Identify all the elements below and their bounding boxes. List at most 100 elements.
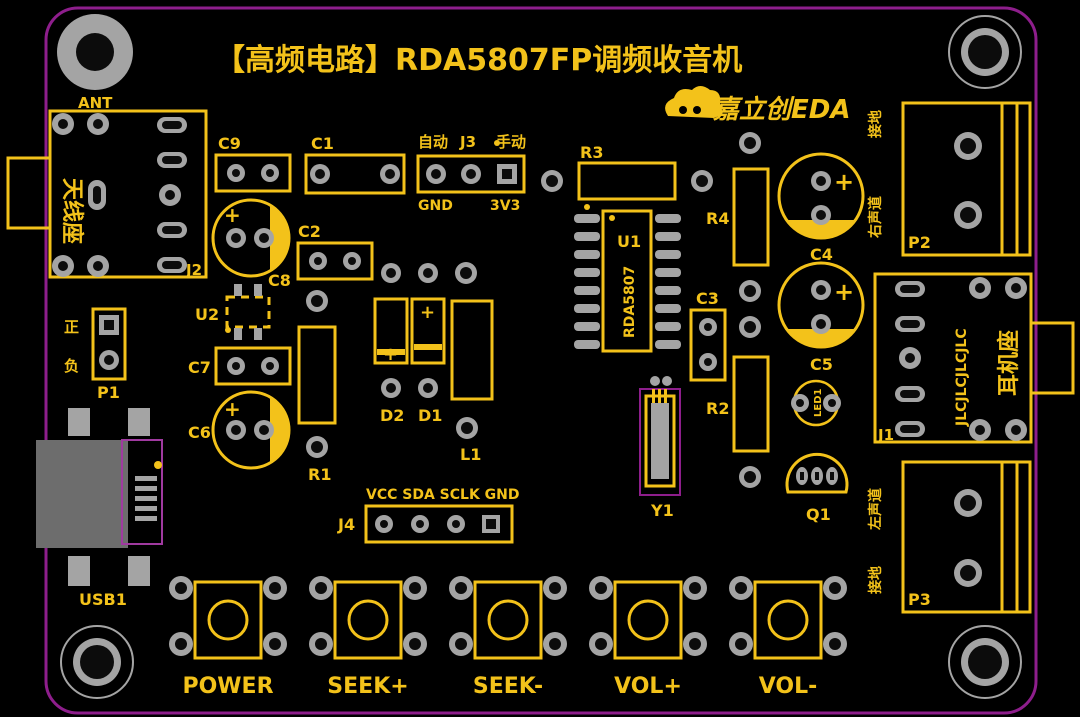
resistor-r2 xyxy=(732,316,770,488)
label-j3-gnd: GND xyxy=(418,198,453,214)
label-earphone-socket: 耳机座 xyxy=(996,330,1022,396)
connector-p1 xyxy=(91,307,127,381)
svg-text:+: + xyxy=(834,278,854,306)
label-l1: L1 xyxy=(460,445,481,464)
board-outline xyxy=(44,6,1038,715)
label-c3: C3 xyxy=(696,289,719,308)
label-c7: C7 xyxy=(188,358,211,377)
label-p2: P2 xyxy=(908,233,931,252)
board-title: 【高频电路】RDA5807FP调频收音机 xyxy=(215,43,742,78)
antenna-socket-j2 xyxy=(6,109,208,279)
label-r2: R2 xyxy=(706,399,729,418)
label-c4: C4 xyxy=(810,245,833,264)
label-p1-positive: 正 xyxy=(64,318,79,336)
capacitor-c3 xyxy=(689,308,727,382)
tactile-buttons: POWER SEEK+ SEEK- VOL+ VOL- xyxy=(169,576,847,699)
capacitor-c4: + xyxy=(777,152,865,240)
resistor-r4 xyxy=(732,132,770,302)
mounting-hole-top-left xyxy=(57,14,133,90)
label-c8: C8 xyxy=(268,271,291,290)
mounting-hole-top-right xyxy=(948,15,1022,89)
capacitor-c6: + xyxy=(211,390,291,470)
jlc-eda-logo-text: 嘉立创EDA xyxy=(712,95,850,125)
button-label-seek-minus: SEEK- xyxy=(473,674,543,699)
label-p2-ground: 接地 xyxy=(867,110,884,138)
button-label-seek-plus: SEEK+ xyxy=(327,674,408,699)
label-led1: LED1 xyxy=(813,388,824,417)
mounting-hole-bottom-left xyxy=(60,625,134,699)
svg-text:+: + xyxy=(420,302,435,323)
crystal-y1 xyxy=(639,376,681,496)
earphone-socket-j1 xyxy=(873,272,1075,444)
resistor-r3 xyxy=(541,161,713,201)
resistor-r1 xyxy=(297,290,337,458)
label-d1: D1 xyxy=(418,406,442,425)
label-p3: P3 xyxy=(908,590,931,609)
svg-text:+: + xyxy=(224,397,241,421)
terminal-block-p3 xyxy=(901,460,1032,614)
capacitor-c2 xyxy=(296,241,374,281)
label-usb1: USB1 xyxy=(79,590,127,609)
label-p2-right-channel: 右声道 xyxy=(867,196,884,239)
label-j4: J4 xyxy=(337,515,355,534)
svg-text:+: + xyxy=(224,203,241,227)
label-j3: J3 xyxy=(459,133,476,151)
label-u1-part: RDA5807 xyxy=(622,266,638,338)
label-u1: U1 xyxy=(617,232,641,251)
jlc-cloud-logo-icon xyxy=(665,86,722,118)
usb-connector-usb1 xyxy=(36,408,163,586)
u1-pins xyxy=(574,214,681,349)
label-c6: C6 xyxy=(188,423,211,442)
label-d2: D2 xyxy=(380,406,404,425)
capacitor-c7 xyxy=(214,346,292,386)
label-j3-auto: 自动 xyxy=(418,133,448,151)
diode-d1: + xyxy=(410,263,446,398)
label-y1: Y1 xyxy=(650,501,674,520)
label-c1: C1 xyxy=(311,134,334,153)
svg-text:+: + xyxy=(834,168,854,196)
button-vol-minus[interactable]: VOL- xyxy=(729,576,847,699)
label-p3-left-channel: 左声道 xyxy=(867,488,884,531)
label-j4-pins: VCC SDA SCLK GND xyxy=(366,487,520,503)
label-ant: ANT xyxy=(78,94,113,112)
button-label-power: POWER xyxy=(182,674,273,699)
jumper-j3 xyxy=(416,140,526,194)
button-seek-minus[interactable]: SEEK- xyxy=(449,576,567,699)
label-j3-manual: 手动 xyxy=(496,133,526,151)
terminal-block-p2 xyxy=(901,101,1032,257)
label-r1: R1 xyxy=(308,465,331,484)
button-power[interactable]: POWER xyxy=(169,576,287,699)
label-p3-ground: 接地 xyxy=(867,566,884,594)
button-vol-plus[interactable]: VOL+ xyxy=(589,576,707,699)
capacitor-c1 xyxy=(304,153,406,195)
label-r4: R4 xyxy=(706,209,729,228)
label-j1: J1 xyxy=(877,426,894,444)
label-j1-text: JLCJLCJLCJLC xyxy=(954,328,970,427)
button-label-vol-minus: VOL- xyxy=(759,674,818,699)
button-label-vol-plus: VOL+ xyxy=(614,674,682,699)
regulator-u2 xyxy=(225,284,271,340)
diode-d2: + xyxy=(373,263,409,398)
transistor-q1 xyxy=(785,452,849,494)
capacitor-c5: + xyxy=(777,261,865,349)
label-c9: C9 xyxy=(218,134,241,153)
label-p1-negative: 负 xyxy=(64,357,79,375)
inductor-l1 xyxy=(450,262,494,439)
label-p1: P1 xyxy=(97,383,120,402)
label-r3: R3 xyxy=(580,143,603,162)
label-u2: U2 xyxy=(195,305,219,324)
led-led1 xyxy=(791,379,841,427)
svg-text:+: + xyxy=(383,344,398,365)
ic-u1 xyxy=(584,204,653,353)
button-seek-plus[interactable]: SEEK+ xyxy=(309,576,427,699)
mounting-hole-bottom-right xyxy=(948,625,1022,699)
label-q1: Q1 xyxy=(806,505,831,524)
capacitor-c9 xyxy=(214,153,292,193)
header-j4 xyxy=(364,504,514,544)
label-c2: C2 xyxy=(298,222,321,241)
capacitor-c8: + xyxy=(211,198,291,278)
label-j2: J2 xyxy=(185,261,202,279)
label-antenna-socket: 天线座 xyxy=(59,178,85,244)
label-j3-3v3: 3V3 xyxy=(490,198,520,214)
